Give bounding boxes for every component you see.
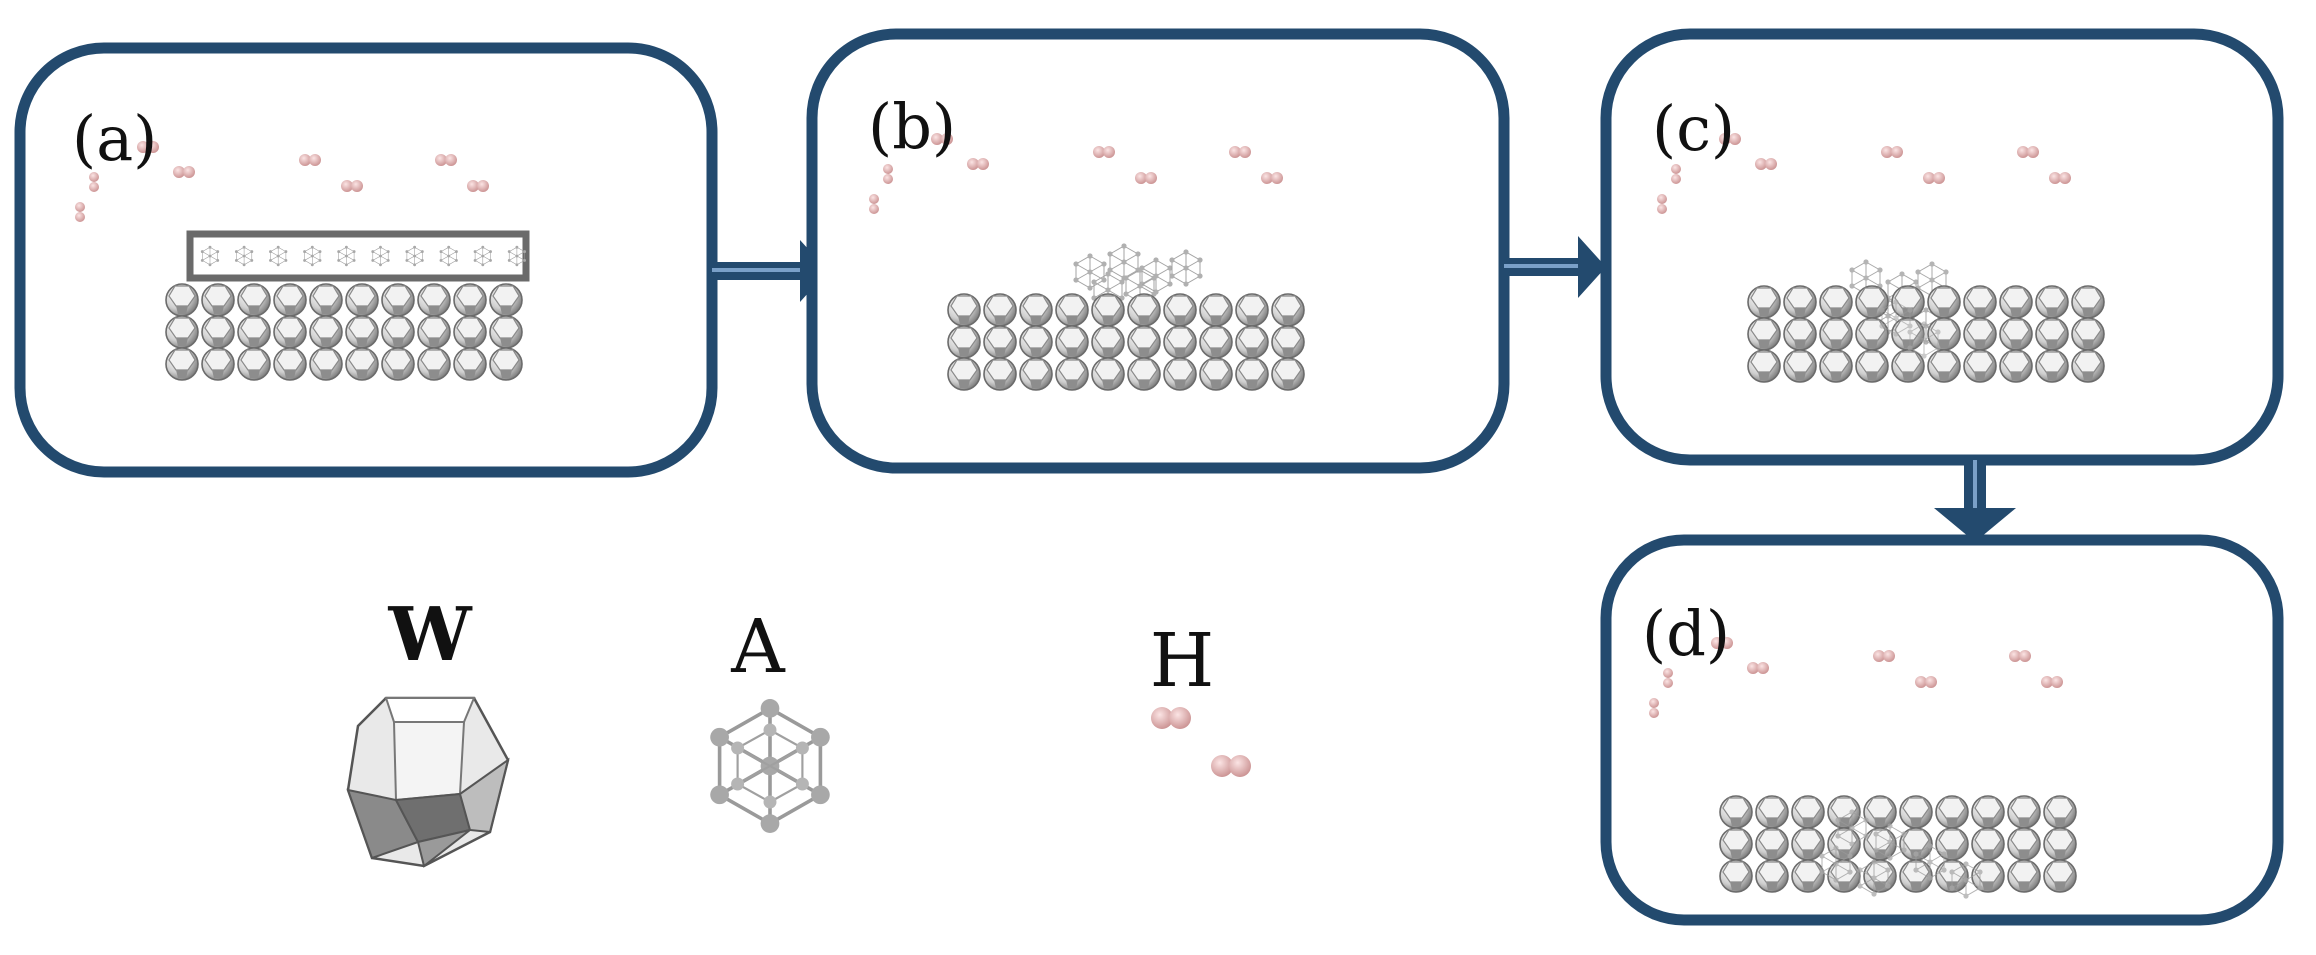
legend-label-w: W <box>387 592 472 678</box>
hydrogen-molecule-icon <box>1151 707 1251 777</box>
a-layer-box <box>186 230 530 282</box>
panel-label-d: (d) <box>1642 597 1730 670</box>
panel-b: (b) <box>806 28 1510 474</box>
arrow-down-icon <box>1934 460 2016 542</box>
legend-label-h: H <box>1150 618 1215 704</box>
panel-d: (d) <box>1600 534 2284 926</box>
arrow-right-icon <box>1504 236 1606 298</box>
tungsten-atom-icon <box>346 696 510 868</box>
legend-label-a: A <box>730 604 786 690</box>
a-cluster-icon <box>708 697 832 835</box>
panel-a: (a) <box>14 42 718 478</box>
panel-c: (c) <box>1600 28 2284 466</box>
panel-label-c: (c) <box>1652 92 1735 165</box>
legend: W A H <box>346 592 1251 868</box>
panel-label-a: (a) <box>72 102 157 175</box>
panel-label-b: (b) <box>868 90 956 163</box>
